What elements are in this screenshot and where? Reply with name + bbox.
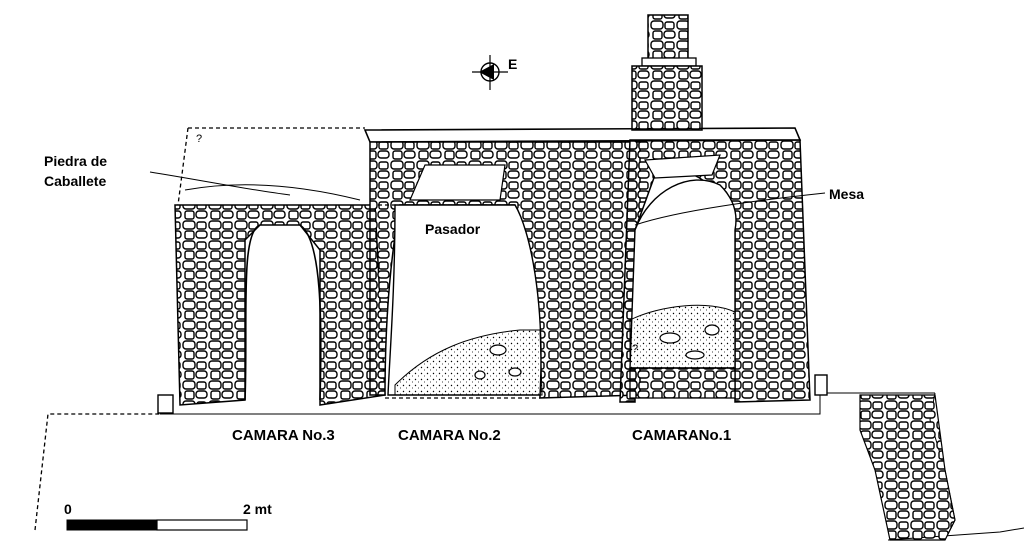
scale-end-label: 2 mt [243, 501, 272, 517]
piedra-label-line1: Piedra de [44, 153, 107, 169]
chamber-1-walls [619, 139, 828, 403]
scale-bar [66, 519, 248, 531]
uncertain-mark-2: ? [632, 343, 638, 355]
chimney [631, 14, 703, 131]
camara-2-label: CAMARA No.2 [398, 427, 501, 444]
chamber-3-walls [157, 184, 386, 414]
scale-start-label: 0 [64, 501, 72, 517]
camara-1-label: CAMARANo.1 [632, 427, 731, 444]
camara-3-label: CAMARA No.3 [232, 427, 335, 444]
compass-direction-label: E [508, 56, 517, 72]
piedra-label-line2: Caballete [44, 173, 106, 189]
leader-lines [149, 171, 826, 226]
chamber-2-walls [369, 141, 641, 399]
north-arrow-icon [472, 55, 508, 90]
pasador-label: Pasador [425, 221, 481, 237]
mesa-label: Mesa [829, 186, 864, 202]
uncertain-mark-1: ? [196, 133, 202, 145]
right-foundation [859, 394, 956, 541]
